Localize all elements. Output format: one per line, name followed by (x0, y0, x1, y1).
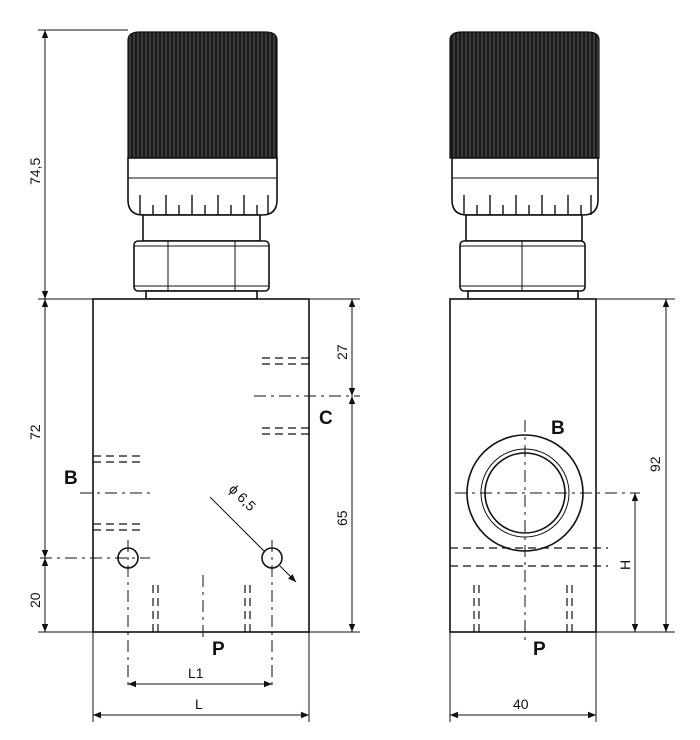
front-scale-ticks (139, 195, 269, 215)
dim-h: H (617, 560, 633, 570)
front-view: B C P ϕ 6,5 (40, 31, 360, 690)
front-scale-ring (127, 157, 278, 216)
side-port-b-label: B (551, 418, 565, 439)
side-view: B P (449, 31, 640, 660)
dim-l1: L1 (188, 665, 204, 681)
side-neck (465, 214, 583, 242)
side-knob (449, 31, 600, 159)
dim-40: 40 (513, 696, 529, 712)
front-port-c-label: C (319, 408, 333, 429)
dim-92: 92 (647, 456, 663, 472)
side-port-p-label: P (533, 639, 546, 660)
front-dimensions: 74,5 72 20 27 65 L1 L (27, 29, 360, 722)
front-hex-nut (133, 240, 270, 292)
dim-20: 20 (27, 592, 43, 608)
dim-27: 27 (334, 344, 350, 360)
front-knob (127, 31, 278, 159)
side-scale-ticks (463, 195, 592, 215)
dim-72: 72 (27, 424, 43, 440)
front-body (92, 298, 310, 633)
dim-74-5: 74,5 (27, 158, 43, 185)
side-dimensions: 92 H 40 (449, 298, 675, 722)
dim-65: 65 (334, 510, 350, 526)
front-neck (142, 214, 261, 242)
front-port-b-label: B (64, 468, 78, 489)
dim-l: L (195, 696, 203, 712)
side-scale-ring (451, 157, 599, 216)
front-port-p-label: P (212, 639, 225, 660)
